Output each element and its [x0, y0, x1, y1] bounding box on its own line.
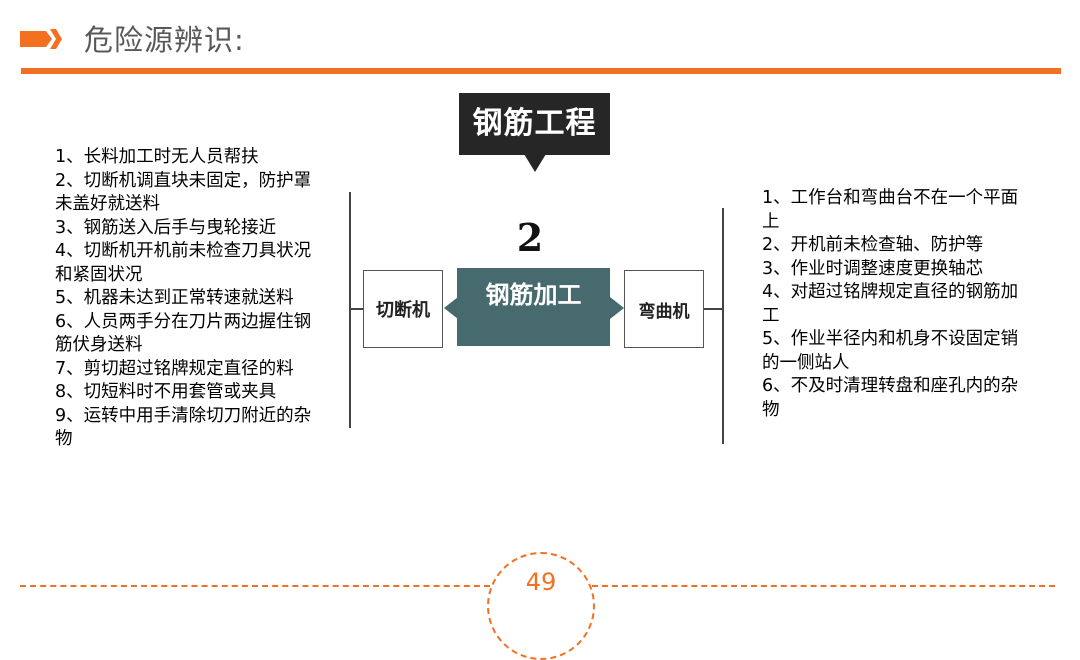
- right-hazard-list: 1、工作台和弯曲台不在一个平面上 2、开机前未检查轴、防护等 3、作业时调整速度…: [762, 187, 1024, 422]
- left-connector: [351, 308, 363, 310]
- list-item: 2、开机前未检查轴、防护等: [762, 235, 984, 255]
- top-box-pointer: [524, 154, 546, 172]
- list-item: 6、人员两手分在刀片两边握住钢筋伏身送料: [55, 311, 312, 356]
- list-item: 7、剪切超过铭牌规定直径的料: [55, 358, 294, 379]
- list-item: 2、切断机调直块未固定，防护罩未盖好就送料: [55, 170, 312, 215]
- left-bracket-line: [349, 192, 351, 428]
- list-item: 1、长料加工时无人员帮扶: [55, 147, 259, 167]
- footer-dashed-line-right: [592, 585, 1055, 587]
- page-title: 危险源辨识:: [84, 23, 245, 57]
- cutting-machine-box: 切断机: [363, 270, 443, 348]
- left-hazard-list: 1、长料加工时无人员帮扶 2、切断机调直块未固定，防护罩未盖好就送料 3、钢筋送…: [55, 146, 317, 452]
- list-item: 9、运转中用手清除切刀附近的杂物: [55, 405, 312, 450]
- bending-machine-box: 弯曲机: [624, 270, 704, 348]
- center-process-box: 钢筋加工: [457, 268, 610, 346]
- cutting-machine-label: 切断机: [376, 300, 430, 321]
- right-connector: [704, 308, 722, 310]
- footer-dashed-line-left: [20, 585, 490, 587]
- right-bracket-line: [722, 208, 724, 444]
- list-item: 6、不及时清理转盘和座孔内的杂物: [762, 376, 1019, 420]
- page-number: 49: [525, 568, 557, 596]
- list-item: 1、工作台和弯曲台不在一个平面上: [762, 188, 1019, 232]
- list-item: 3、作业时调整速度更换轴芯: [762, 258, 984, 279]
- list-item: 4、对超过铭牌规定直径的钢筋加工: [762, 282, 1019, 326]
- list-item: 8、切短料时不用套管或夹具: [55, 382, 277, 402]
- chevron-arrow-icon: [20, 29, 62, 49]
- list-item: 4、切断机开机前未检查刀具状况和紧固状况: [55, 241, 312, 285]
- bending-machine-label: 弯曲机: [638, 301, 690, 322]
- center-box-left-notch: [444, 297, 458, 319]
- header-divider: [21, 68, 1061, 74]
- section-number: 2: [516, 215, 544, 260]
- center-box-right-notch: [610, 297, 624, 319]
- list-item: 5、机器未达到正常转速就送料: [55, 288, 294, 308]
- top-category-box: 钢筋工程: [459, 93, 610, 155]
- list-item: 3、钢筋送入后手与曳轮接近: [55, 217, 277, 238]
- list-item: 5、作业半径内和机身不设固定销的一侧站人: [762, 329, 1019, 373]
